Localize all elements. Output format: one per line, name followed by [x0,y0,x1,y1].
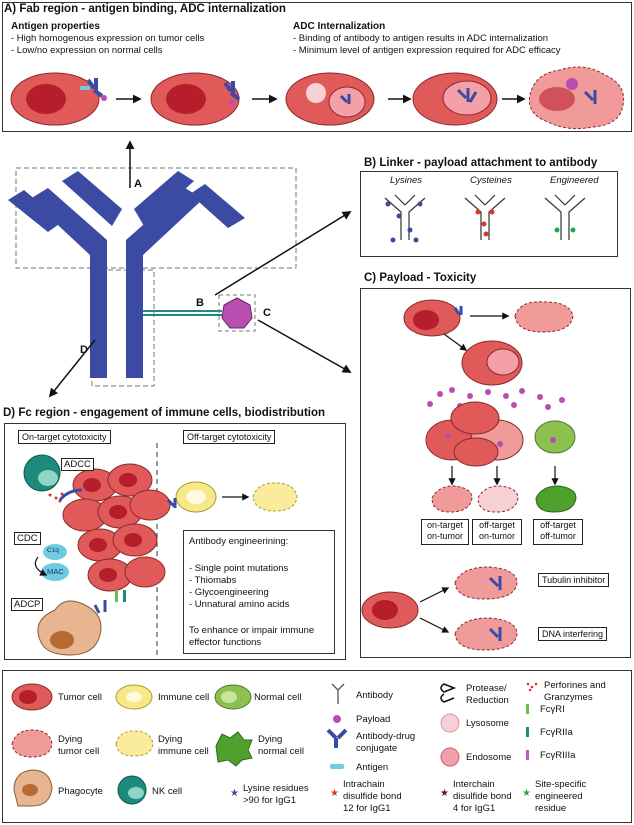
linker-type-engineered: Engineered [550,175,599,186]
mac-label: MAC [47,567,64,576]
adc-internalization-line-1: - Binding of antibody to antigen results… [293,33,549,44]
linker-type-cysteines: Cysteines [470,175,512,186]
legend-endosome: Endosome [466,752,512,763]
legend-site-specific-l2: engineered [535,791,583,802]
dna-interfering-label: DNA interfering [538,627,608,641]
legend-interchain-l1: Interchain [453,779,495,790]
legend-interchain-l3: 4 for IgG1 [453,803,496,814]
off-target-label: Off-target cytotoxicity [183,430,276,444]
cell-4 [412,72,498,126]
engineering-heading: Antibody engineerining: [189,536,289,547]
legend-lysine-l1: Lysine residues [243,783,309,794]
antigen-properties-line-2: - Low/no expression on normal cells [11,45,163,56]
legend-immune-cell: Immune cell [158,692,210,703]
outcome-3-line-2: off-tumor [540,531,576,541]
label-d: D [80,344,88,356]
legend-interchain-l2: disulfide bond [453,791,512,802]
antigen-properties-line-1: - High homogenous expression on tumor ce… [11,33,205,44]
engineering-box [183,530,335,654]
legend-phagocyte: Phagocyte [58,786,103,797]
legend-dying-tumor-l1: Dying [58,734,83,745]
legend-panel [2,670,632,823]
legend-tumor-cell: Tumor cell [58,692,102,703]
legend-site-specific-l3: residue [535,803,567,814]
adcp-label: ADCP [11,598,44,611]
legend-perforines-l1: Perforines and [544,680,606,691]
legend-lysosome: Lysosome [466,718,509,729]
legend-antigen: Antigen [356,762,389,773]
outcome-1-line-2: on-tumor [426,531,463,541]
linker-type-lysines: Lysines [390,175,423,186]
on-target-label: On-target cytotoxicity [18,430,111,444]
label-c: C [263,307,271,319]
outcome-3-line-1: off-target [540,520,576,530]
legend-dying-tumor-l2: tumor cell [58,746,100,757]
legend-dying-normal-l2: normal cell [258,746,304,757]
svg-text:★: ★ [230,788,239,799]
legend-dying-immune-l1: Dying [158,734,183,745]
legend-normal-cell: Normal cell [254,692,302,703]
cdc-label: CDC [14,532,41,545]
legend-payload: Payload [356,714,391,725]
engineering-item-3: - Glycoengineering [189,587,269,598]
legend-dying-normal-l1: Dying [258,734,283,745]
legend-site-specific-l1: Site-specific [535,779,587,790]
antigen-properties-heading: Antigen properties [11,21,100,32]
svg-text:★: ★ [522,788,531,799]
label-a: A [134,178,142,190]
legend-adc-l1: Antibody-drug [356,731,416,742]
legend-fcyr3a: FcγRIIIa [540,750,576,761]
legend-fcyr2a: FcγRIIa [540,727,573,738]
engineering-footer-1: To enhance or impair immune [189,625,315,636]
legend-lysine-l2: >90 for IgG1 [243,795,297,806]
cell-3 [285,72,375,126]
engineering-item-1: - Single point mutations [189,563,289,574]
outcome-2-line-2: on-tumor [478,531,515,541]
cell-5 [528,66,625,130]
outcome-2-line-1: off-target [479,520,515,530]
svg-text:★: ★ [330,788,339,799]
legend-nk-cell: NK cell [152,786,183,797]
legend-adc-l2: conjugate [356,743,398,754]
legend-dying-immune-l2: immune cell [158,746,209,757]
legend-protease-l1: Protease/ [466,683,507,694]
outcome-1-line-1: on-target [426,520,464,530]
legend-antibody: Antibody [356,690,393,701]
panel-a-cells [10,66,625,130]
panel-c-title: C) Payload - Toxicity [364,272,477,284]
panel-b-title: B) Linker - payload attachment to antibo… [364,157,598,169]
legend-intrachain-l3: 12 for IgG1 [343,803,391,814]
legend-protease-l2: Reduction [466,695,509,706]
panel-a-title: A) Fab region - antigen binding, ADC int… [4,3,286,15]
adcc-label: ADCC [61,458,94,471]
cell-1 [10,72,107,126]
svg-text:★: ★ [440,788,449,799]
legend-perforines-l2: Granzymes [544,692,593,703]
engineering-item-2: - Thiomabs [189,575,237,586]
legend-intrachain-l2: disulfide bond [343,791,402,802]
adc-internalization-line-2: - Minimum level of antigen expression re… [293,45,561,56]
legend-fcyr1: FcγRI [540,704,565,715]
cell-2 [150,72,241,126]
label-b: B [196,297,204,309]
legend-intrachain-l1: Intrachain [343,779,385,790]
adc-internalization-heading: ADC Internalization [293,21,386,32]
engineering-item-4: - Unnatural amino acids [189,599,290,610]
engineering-footer-2: effector functions [189,637,262,648]
tubulin-inhibitor-label: Tubulin inhibitor [538,573,610,587]
c1q-label: C1q [47,547,59,554]
panel-d-title: D) Fc region - engagement of immune cell… [3,407,326,419]
